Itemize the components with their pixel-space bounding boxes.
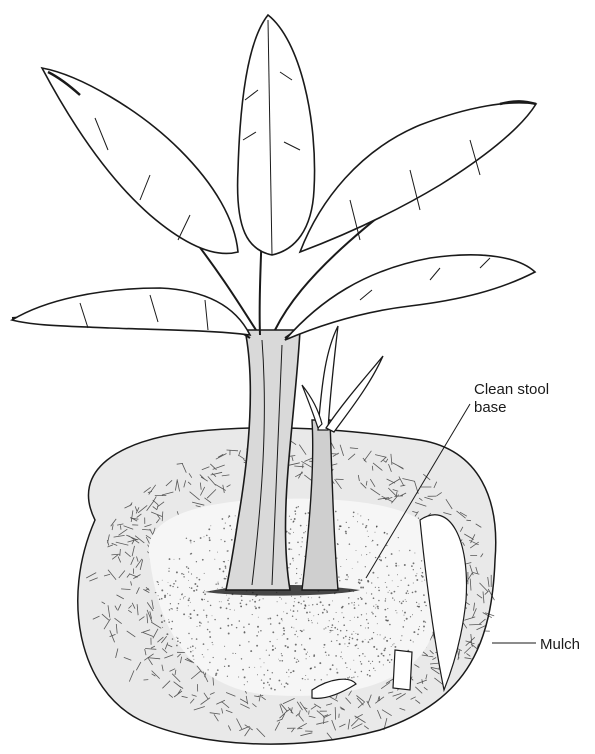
upper-left-leaf — [42, 68, 238, 253]
label-clean-stool-base-line1: Clean stool — [474, 381, 549, 399]
label-mulch: Mulch — [540, 636, 580, 654]
label-clean-stool-base-line2: base — [474, 399, 507, 417]
upper-right-leaf — [300, 101, 536, 252]
left-leaf — [12, 288, 250, 335]
top-leaf — [238, 15, 315, 255]
